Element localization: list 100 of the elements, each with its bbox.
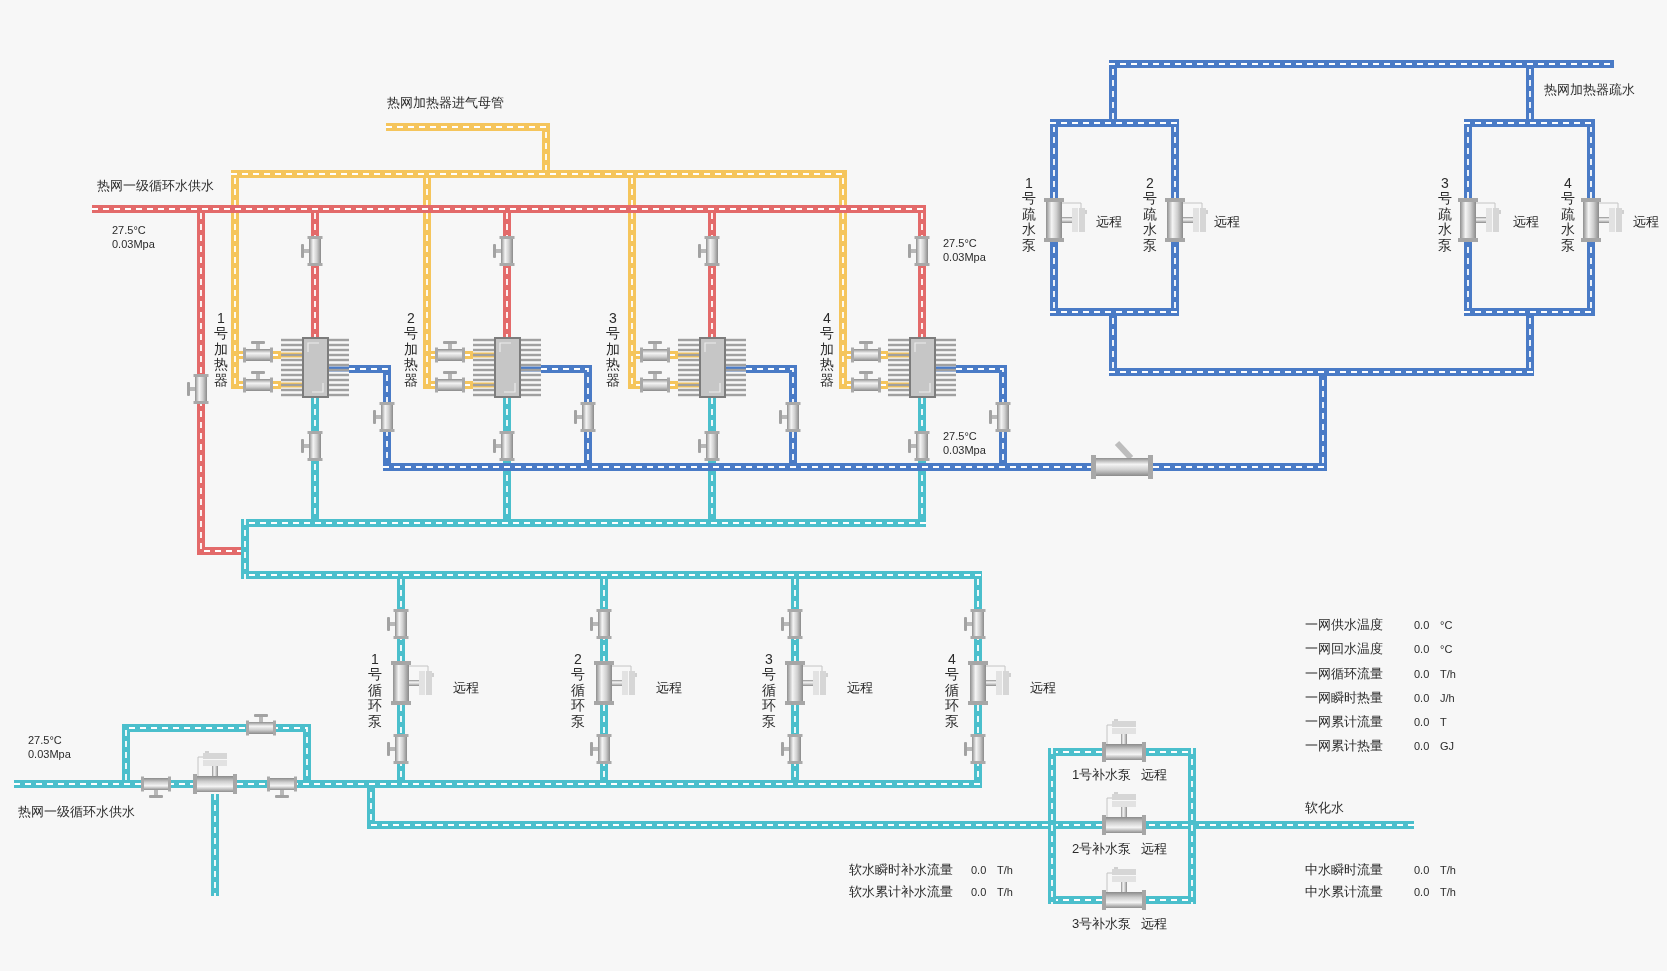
pipe: [1109, 368, 1534, 376]
reading-value: 0.03Mpa: [112, 237, 155, 251]
reading-value: 27.5°C: [943, 429, 977, 443]
unit-label: T/h: [1440, 667, 1456, 681]
pump-icon: [1581, 198, 1625, 242]
parameter-name: 软水累计补水流量: [849, 884, 953, 900]
heat-exchanger-icon: [473, 337, 541, 398]
pipe: [237, 780, 982, 788]
pipe-label: 热网一级循环水供水: [18, 804, 135, 820]
reading-value: 0.03Mpa: [943, 250, 986, 264]
pump-icon: [1044, 198, 1088, 242]
reading-value: 0.0: [1414, 715, 1430, 729]
pipe: [1146, 748, 1188, 756]
reading-value: 0.0: [1414, 642, 1430, 656]
unit-label: T/h: [997, 863, 1013, 877]
pump-icon: [193, 750, 237, 794]
equipment-label: 4号加热器: [820, 311, 834, 388]
mode-label: 远程: [1633, 214, 1659, 230]
mode-label: 远程: [656, 680, 682, 696]
pipe: [383, 463, 1091, 471]
pipe: [122, 724, 311, 780]
reading-value: 0.0: [1414, 885, 1430, 899]
reading-value: 0.0: [971, 885, 987, 899]
parameter-name: 一网供水温度: [1305, 617, 1383, 633]
heat-exchanger-icon: [888, 337, 956, 398]
pipe: [423, 213, 431, 389]
equipment-label: 1号循环泵: [368, 652, 382, 729]
unit-label: °C: [1440, 642, 1453, 656]
parameter-name: 软水瞬时补水流量: [849, 862, 953, 878]
parameter-name: 中水瞬时流量: [1305, 862, 1383, 878]
equipment-label: 2号疏水泵: [1143, 176, 1157, 253]
reading-value: 0.0: [1414, 667, 1430, 681]
pipe: [839, 213, 847, 389]
equipment-label: 4号循环泵: [945, 652, 959, 729]
equipment-label: 1号加热器: [214, 311, 228, 388]
pipe: [249, 571, 982, 579]
pipe: [1464, 119, 1595, 127]
pipe: [1146, 821, 1188, 829]
pipe: [1050, 119, 1179, 127]
pipe: [1153, 463, 1327, 471]
pump-icon: [785, 661, 829, 705]
mode-label: 远程: [1513, 214, 1539, 230]
pump-icon: [1165, 198, 1209, 242]
parameter-name: 一网累计流量: [1305, 714, 1383, 730]
reading-value: 0.0: [1414, 863, 1430, 877]
pipe: [92, 205, 926, 213]
reading-value: 27.5°C: [112, 223, 146, 237]
equipment-label: 2号加热器: [404, 311, 418, 388]
pump-icon: [391, 661, 435, 705]
parameter-name: 一网累计热量: [1305, 738, 1383, 754]
pipe: [231, 213, 239, 389]
heat-exchanger-icon: [678, 337, 746, 398]
equipment-label: 4号疏水泵: [1561, 176, 1575, 253]
pipe: [1171, 242, 1179, 308]
equipment-label: 3号循环泵: [762, 652, 776, 729]
parameter-name: 一网回水温度: [1305, 641, 1383, 657]
reading-value: 27.5°C: [943, 236, 977, 250]
pipe-label: 热网加热器进气母管: [387, 95, 504, 111]
mode-label: 远程: [1030, 680, 1056, 696]
pipe: [1464, 242, 1472, 308]
unit-label: T/h: [1440, 885, 1456, 899]
reading-value: 0.0: [1414, 739, 1430, 753]
unit-label: GJ: [1440, 739, 1455, 753]
pump-icon: [1102, 718, 1146, 762]
pipe: [1048, 748, 1056, 904]
pipe: [1188, 748, 1196, 904]
parameter-name: 一网瞬时热量: [1305, 690, 1383, 706]
pump-icon: [594, 661, 638, 705]
reading-value: 27.5°C: [28, 733, 62, 747]
mode-label: 远程: [1141, 841, 1167, 857]
unit-label: T/h: [997, 885, 1013, 899]
parameter-name: 一网循环流量: [1305, 666, 1383, 682]
unit-label: °C: [1440, 618, 1453, 632]
equipment-label: 1号疏水泵: [1022, 176, 1036, 253]
pipe: [628, 213, 636, 389]
reading-value: 0.0: [1414, 618, 1430, 632]
pipe: [1050, 242, 1058, 308]
pipe: [241, 519, 249, 579]
equipment-label: 2号补水泵: [1072, 841, 1132, 857]
pipe-label: 软化水: [1305, 800, 1344, 816]
reading-value: 0.03Mpa: [28, 747, 71, 761]
pump-icon: [1102, 866, 1146, 910]
mode-label: 远程: [847, 680, 873, 696]
reading-value: 0.0: [971, 863, 987, 877]
pipe: [1146, 896, 1188, 904]
mode-label: 远程: [1141, 767, 1167, 783]
mode-label: 远程: [453, 680, 479, 696]
heat-exchanger-icon: [281, 337, 349, 398]
unit-label: T/h: [1440, 863, 1456, 877]
pipe: [1109, 60, 1614, 68]
equipment-label: 2号循环泵: [571, 652, 585, 729]
equipment-label: 1号补水泵: [1072, 767, 1132, 783]
mode-label: 远程: [1214, 214, 1240, 230]
strainer-icon: [1091, 440, 1153, 479]
pipe: [249, 519, 926, 527]
pipe: [1464, 308, 1595, 316]
reading-value: 0.0: [1414, 691, 1430, 705]
mode-label: 远程: [1096, 214, 1122, 230]
pump-icon: [1458, 198, 1502, 242]
pipe-label: 热网一级循环水供水: [97, 178, 214, 194]
